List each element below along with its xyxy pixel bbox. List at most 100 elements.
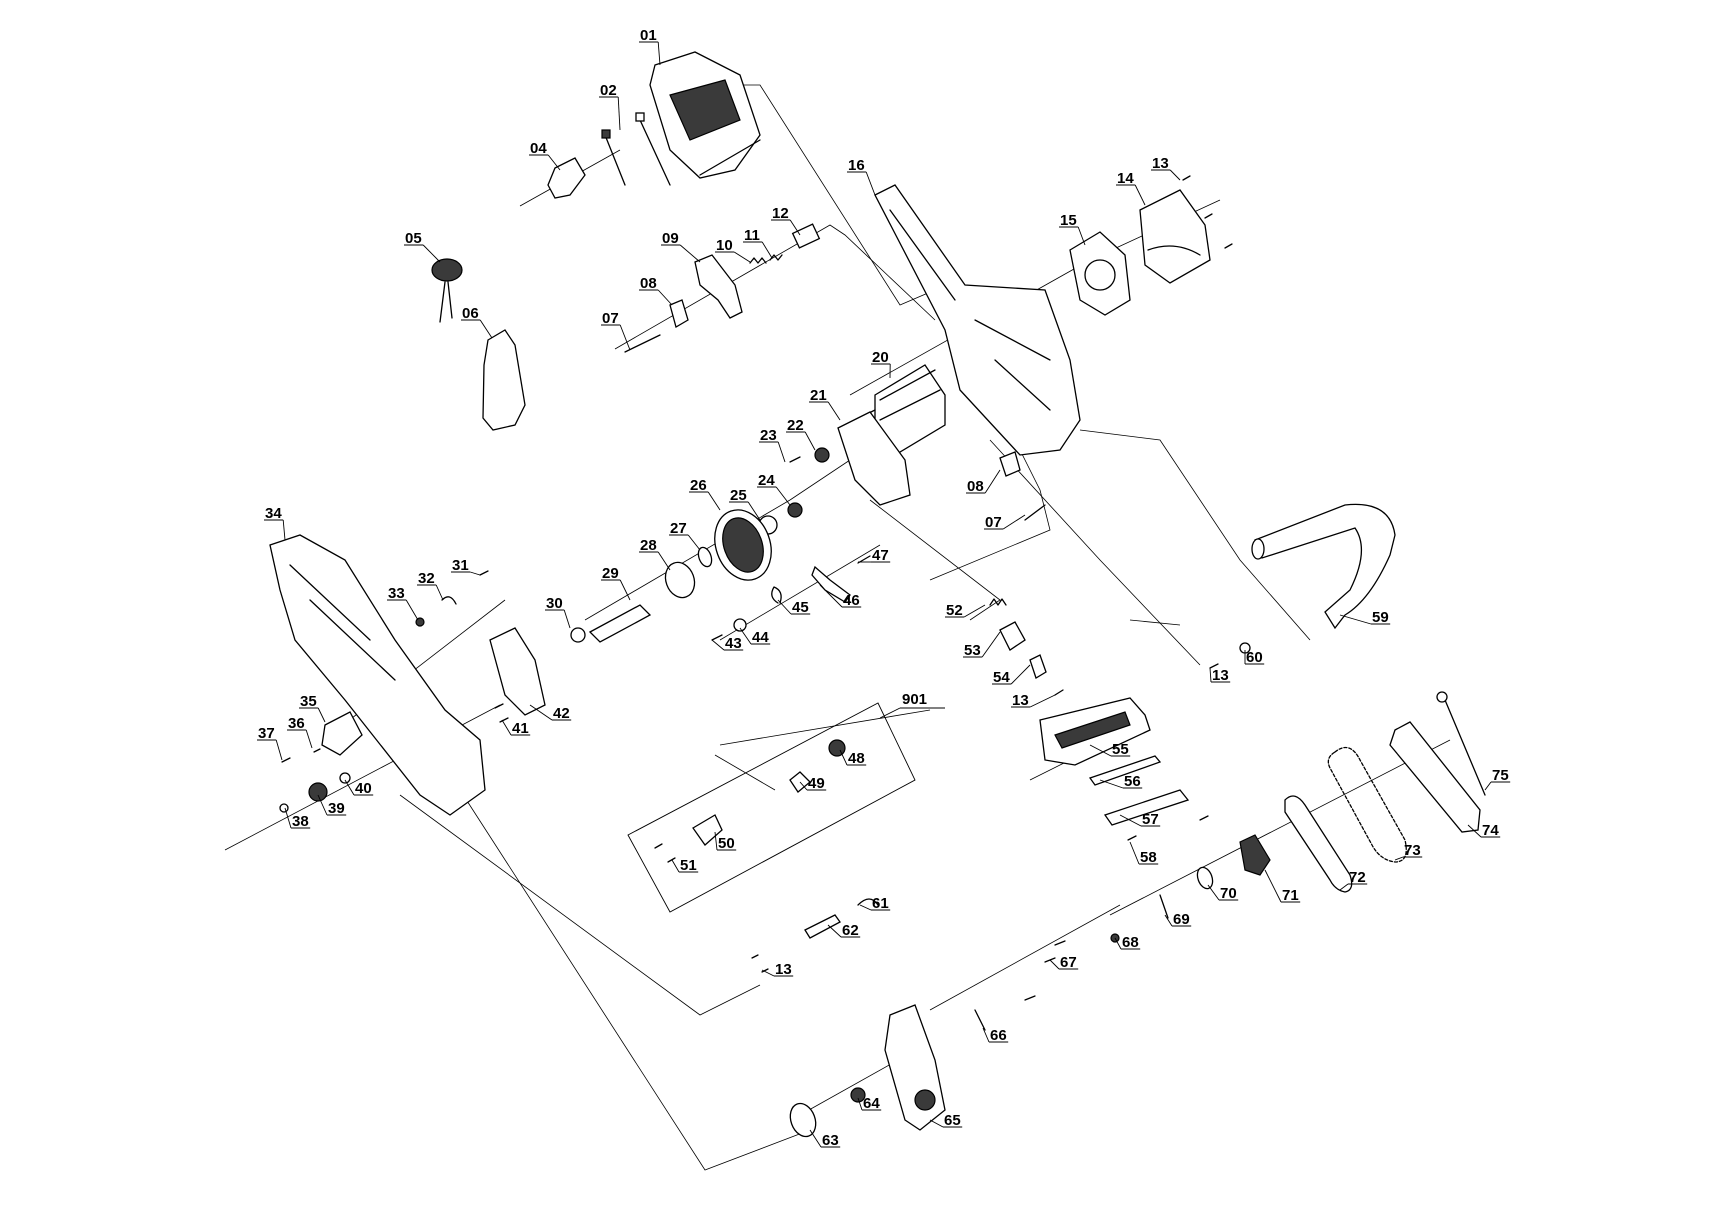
callout-59: 59 xyxy=(1339,609,1391,626)
leader-line xyxy=(1129,841,1140,865)
part-number-label: 47 xyxy=(872,547,889,564)
leader-line xyxy=(619,579,631,601)
part-number-label: 16 xyxy=(848,157,865,174)
housing-left xyxy=(269,534,486,816)
callout-29: 29 xyxy=(601,565,631,601)
screw-icon xyxy=(751,954,759,959)
callout-42: 42 xyxy=(529,704,572,722)
pin-icon xyxy=(1159,894,1169,919)
part-number-label: 67 xyxy=(1060,954,1077,971)
screw-icon xyxy=(654,843,663,849)
leader-line xyxy=(827,924,842,938)
leader-line xyxy=(1264,869,1282,903)
oil-seal xyxy=(1088,755,1162,786)
part-number-label: 72 xyxy=(1349,869,1366,886)
screw-icon xyxy=(1204,213,1213,219)
callout-30: 30 xyxy=(545,595,571,629)
callout-44: 44 xyxy=(739,627,771,646)
leader-line xyxy=(963,604,986,618)
part-number-label: 35 xyxy=(300,693,317,710)
callout-36: 36 xyxy=(287,715,313,749)
assembly-lines xyxy=(224,84,1451,1171)
part-number-label: 04 xyxy=(530,140,547,157)
callout-67: 67 xyxy=(1049,954,1079,971)
callout-60: 60 xyxy=(1244,649,1265,666)
leader-line xyxy=(747,501,761,521)
callout-02: 02 xyxy=(599,82,621,131)
leader-line xyxy=(657,41,661,66)
leader-line xyxy=(865,171,876,196)
part-number-label: 27 xyxy=(670,520,687,537)
part-number-label: 08 xyxy=(640,275,657,292)
leader-line xyxy=(344,779,355,796)
callout-62: 62 xyxy=(827,922,861,939)
part-number-label: 65 xyxy=(944,1112,961,1129)
leader-line xyxy=(827,401,841,421)
part-number-label: 01 xyxy=(640,27,657,44)
part-number-label: 34 xyxy=(265,505,282,522)
callout-27: 27 xyxy=(669,520,701,551)
callout-15: 15 xyxy=(1059,212,1086,246)
leader-line xyxy=(1339,883,1349,891)
part-number-label: 74 xyxy=(1482,822,1499,839)
callout-49: 49 xyxy=(799,775,827,792)
callout-32: 32 xyxy=(417,570,444,601)
part-number-label: 69 xyxy=(1173,911,1190,928)
screw-icon xyxy=(1054,940,1066,946)
part-number-label: 13 xyxy=(1212,667,1229,684)
callout-01: 01 xyxy=(639,27,661,66)
part-number-label: 26 xyxy=(690,477,707,494)
part-number-label: 73 xyxy=(1404,842,1421,859)
leader-line xyxy=(1394,856,1404,861)
callout-70: 70 xyxy=(1207,884,1239,902)
oil-bottle xyxy=(482,329,526,431)
part-artwork xyxy=(269,51,1486,1138)
leader-line xyxy=(819,584,843,608)
part-number-label: 08 xyxy=(967,478,984,495)
part-number-label: 40 xyxy=(355,780,372,797)
part-number-label: 07 xyxy=(985,514,1002,531)
part-number-label: 36 xyxy=(288,715,305,732)
callout-48: 48 xyxy=(839,749,867,767)
callout-38: 38 xyxy=(284,807,311,830)
leader-line xyxy=(1099,779,1124,789)
callout-11: 11 xyxy=(743,227,773,259)
leader-line xyxy=(1089,744,1112,757)
leader-line xyxy=(775,486,791,506)
screw-icon xyxy=(667,857,676,863)
leader-line xyxy=(1484,781,1492,791)
leader-line xyxy=(804,431,816,451)
callout-13: 13 xyxy=(1011,692,1056,709)
part-number-label: 14 xyxy=(1117,170,1134,187)
oil-tank-cover xyxy=(1103,789,1190,826)
part-number-label: 25 xyxy=(730,487,747,504)
callout-23: 23 xyxy=(759,427,786,463)
guide-bar-pin xyxy=(1444,699,1486,796)
callout-07: 07 xyxy=(984,514,1026,531)
trigger-spring xyxy=(749,257,767,264)
part-number-label: 51 xyxy=(680,857,697,874)
part-number-label: 15 xyxy=(1060,212,1077,229)
gear-housing xyxy=(837,411,911,506)
leader-line xyxy=(789,219,801,236)
callout-39: 39 xyxy=(317,794,347,817)
callout-37: 37 xyxy=(257,725,283,761)
part-number-label: 64 xyxy=(863,1095,880,1112)
leader-line xyxy=(1030,694,1056,708)
part-number-label: 50 xyxy=(718,835,735,852)
brake-lever xyxy=(811,565,851,603)
leader-line xyxy=(1119,814,1142,827)
leader-line xyxy=(501,719,512,736)
callout-08: 08 xyxy=(966,469,1001,495)
part-number-label: 57 xyxy=(1142,811,1159,828)
part-number-label: 33 xyxy=(388,585,405,602)
callout-31: 31 xyxy=(451,557,481,576)
part-number-label: 55 xyxy=(1112,741,1129,758)
bar-cover xyxy=(1389,721,1481,833)
leader-line xyxy=(839,749,848,766)
leader-line xyxy=(859,904,872,911)
callout-51: 51 xyxy=(671,857,699,874)
callout-68: 68 xyxy=(1114,934,1141,951)
part-number-label: 13 xyxy=(1152,155,1169,172)
leader-line xyxy=(714,831,718,851)
